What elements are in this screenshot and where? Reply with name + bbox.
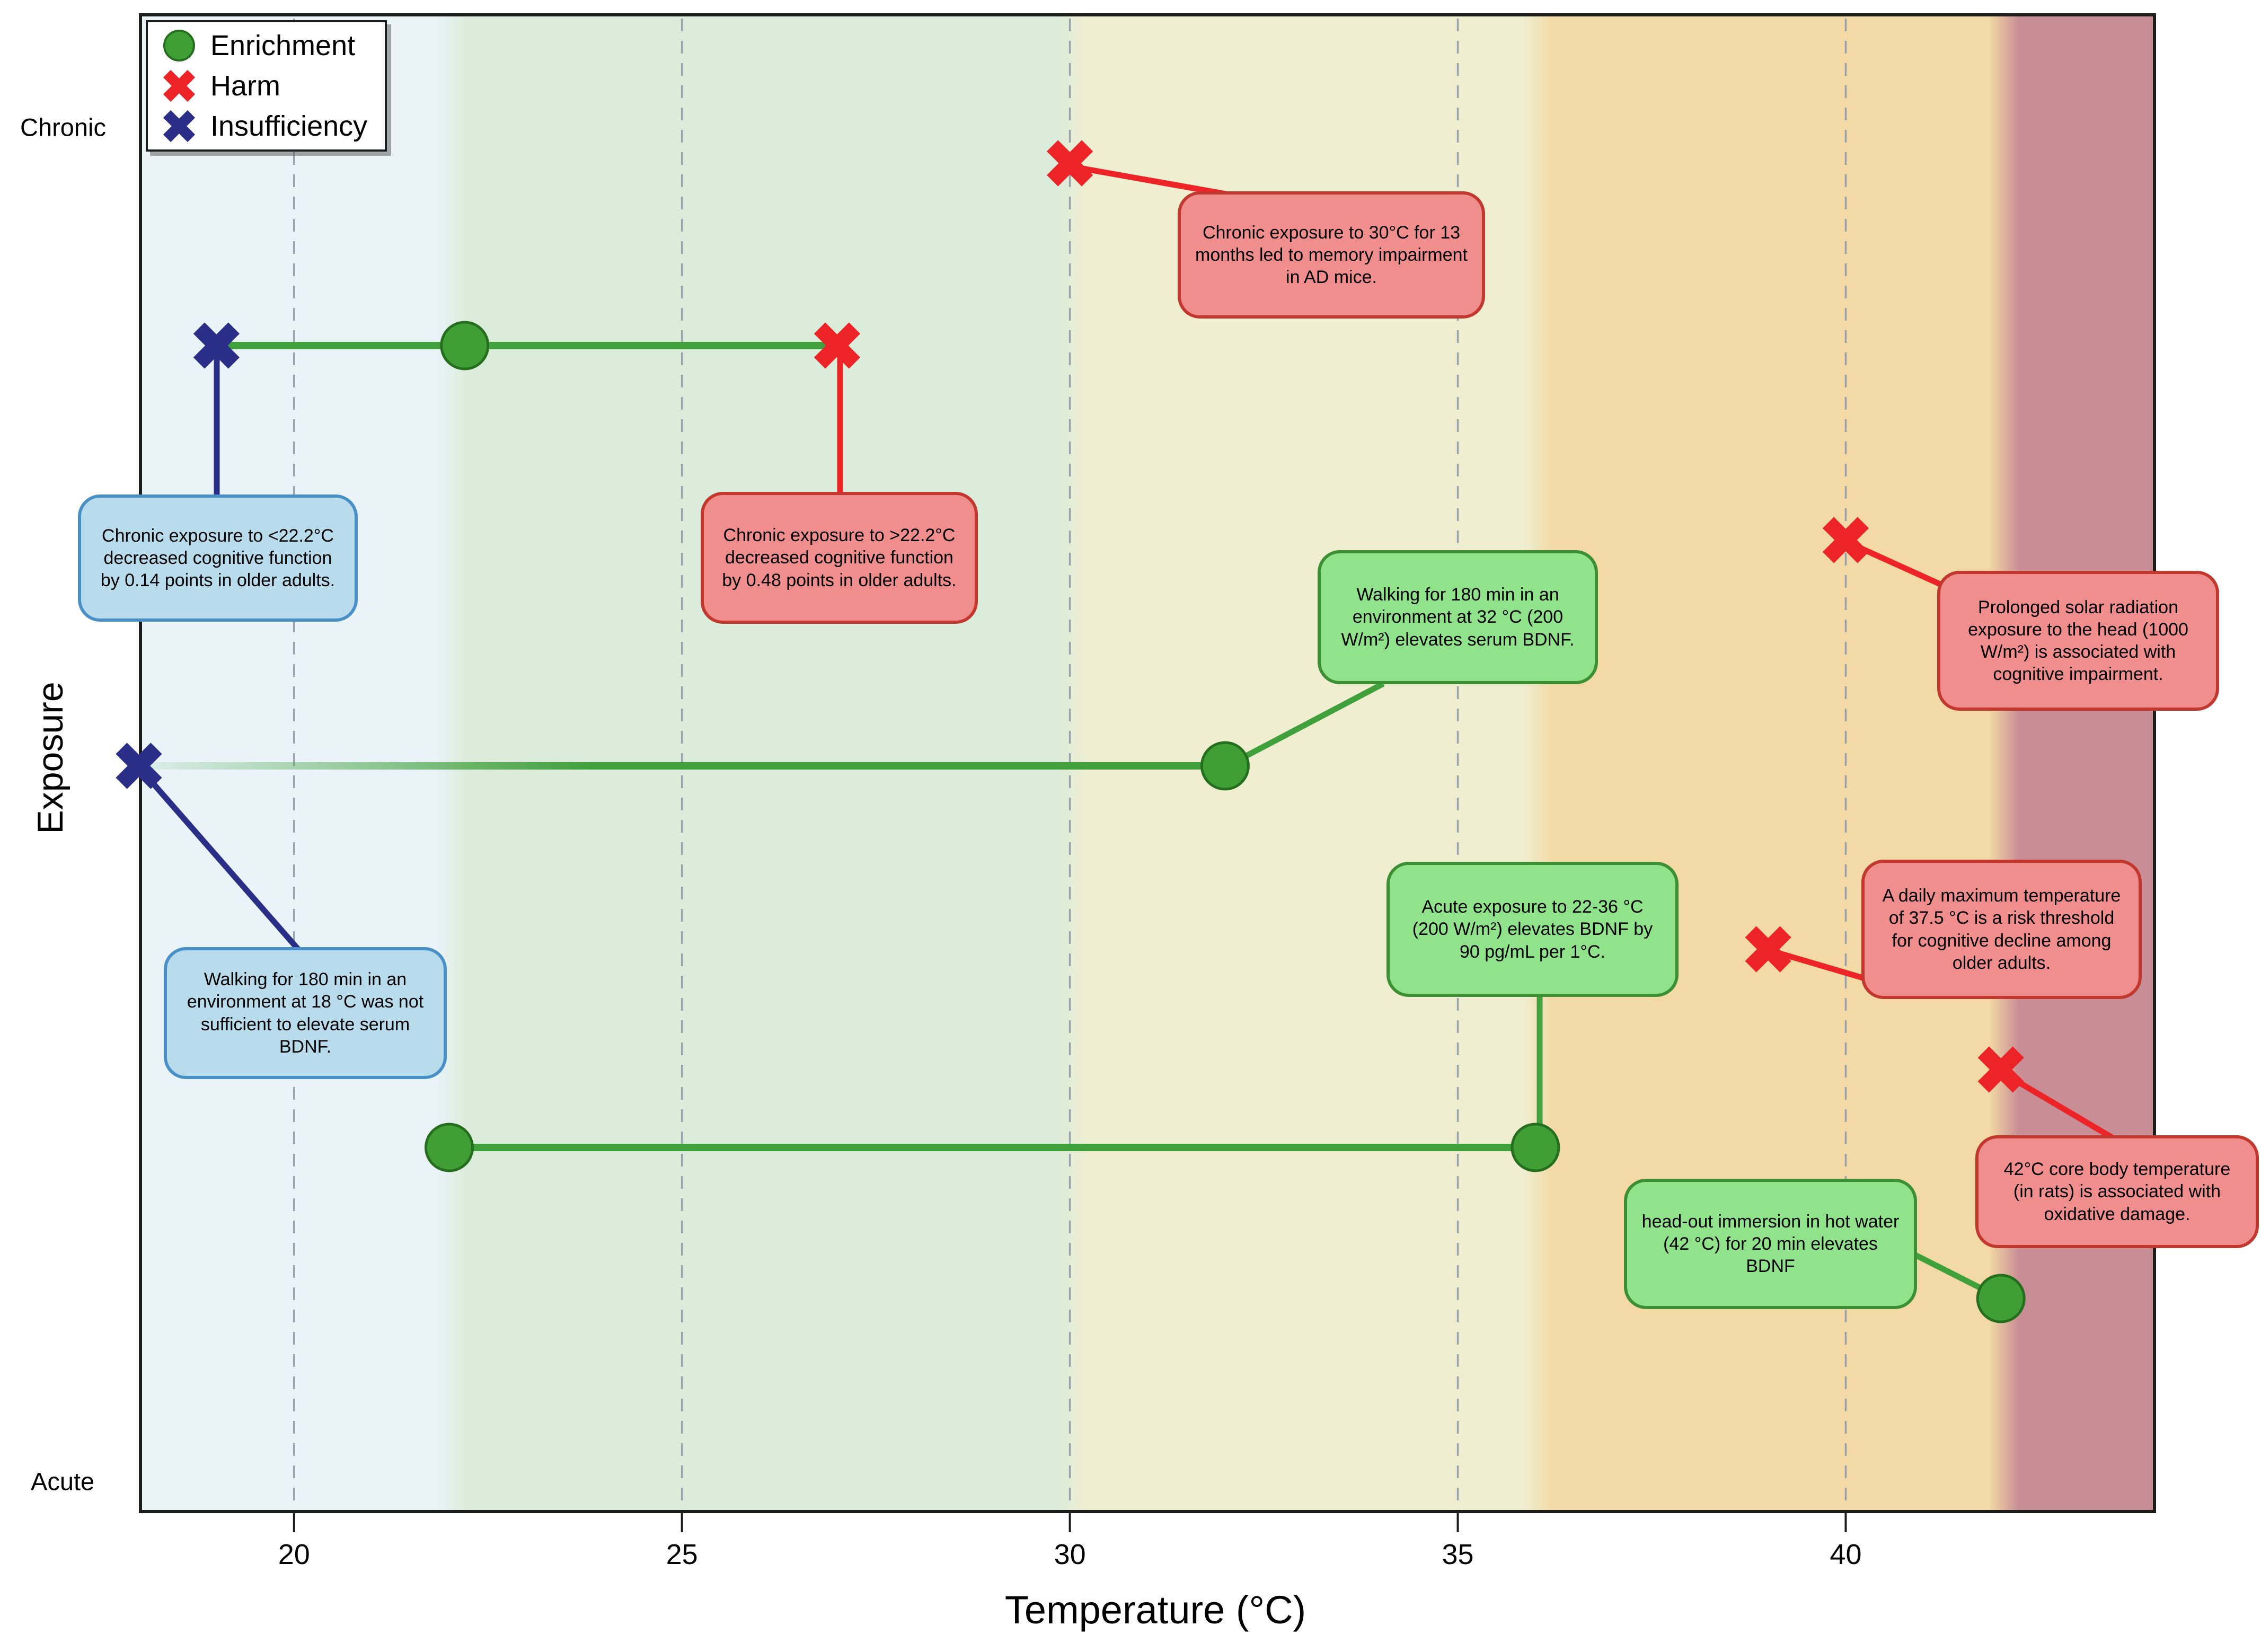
annotation-enrichment: head-out immersion in hot water (42 °C) …: [1624, 1179, 1917, 1309]
annotation-harm: Chronic exposure to >22.2°C decreased co…: [701, 492, 978, 624]
legend-item-harm: Harm: [162, 68, 371, 103]
annotation-enrichment: Acute exposure to 22-36 °C (200 W/m²) el…: [1386, 862, 1679, 997]
annotation-harm: Prolonged solar radiation exposure to th…: [1937, 571, 2219, 711]
x-tick-label: 20: [278, 1539, 310, 1570]
harm-x-icon: [163, 69, 196, 102]
legend-label-harm: Harm: [210, 70, 280, 102]
enrichment-circle-icon: [163, 30, 195, 61]
y-axis-title: Exposure: [30, 682, 70, 834]
annotation-insufficiency: Chronic exposure to <22.2°C decreased co…: [78, 494, 358, 622]
insufficiency-x-icon: [163, 110, 196, 143]
y-category-acute: Acute: [31, 1467, 95, 1496]
annotation-harm: Chronic exposure to 30°C for 13 months l…: [1178, 191, 1485, 319]
x-tick-label: 25: [666, 1539, 698, 1570]
legend: Enrichment Harm Insufficiency: [146, 20, 387, 152]
annotation-insufficiency: Walking for 180 min in an environment at…: [164, 947, 447, 1079]
x-axis-title: Temperature (°C): [1004, 1588, 1306, 1632]
annotation-harm: 42°C core body temperature (in rats) is …: [1975, 1135, 2259, 1248]
legend-item-insufficiency: Insufficiency: [162, 109, 371, 144]
legend-label-enrichment: Enrichment: [210, 30, 356, 61]
x-tick-label: 35: [1442, 1539, 1474, 1570]
legend-item-enrichment: Enrichment: [162, 28, 371, 63]
legend-label-insufficiency: Insufficiency: [210, 110, 368, 142]
x-tick-label: 30: [1054, 1539, 1086, 1570]
annotation-harm: A daily maximum temperature of 37.5 °C i…: [1861, 860, 2142, 999]
x-tick-label: 40: [1830, 1539, 1862, 1570]
annotation-enrichment: Walking for 180 min in an environment at…: [1318, 550, 1598, 684]
y-category-chronic: Chronic: [20, 113, 106, 142]
